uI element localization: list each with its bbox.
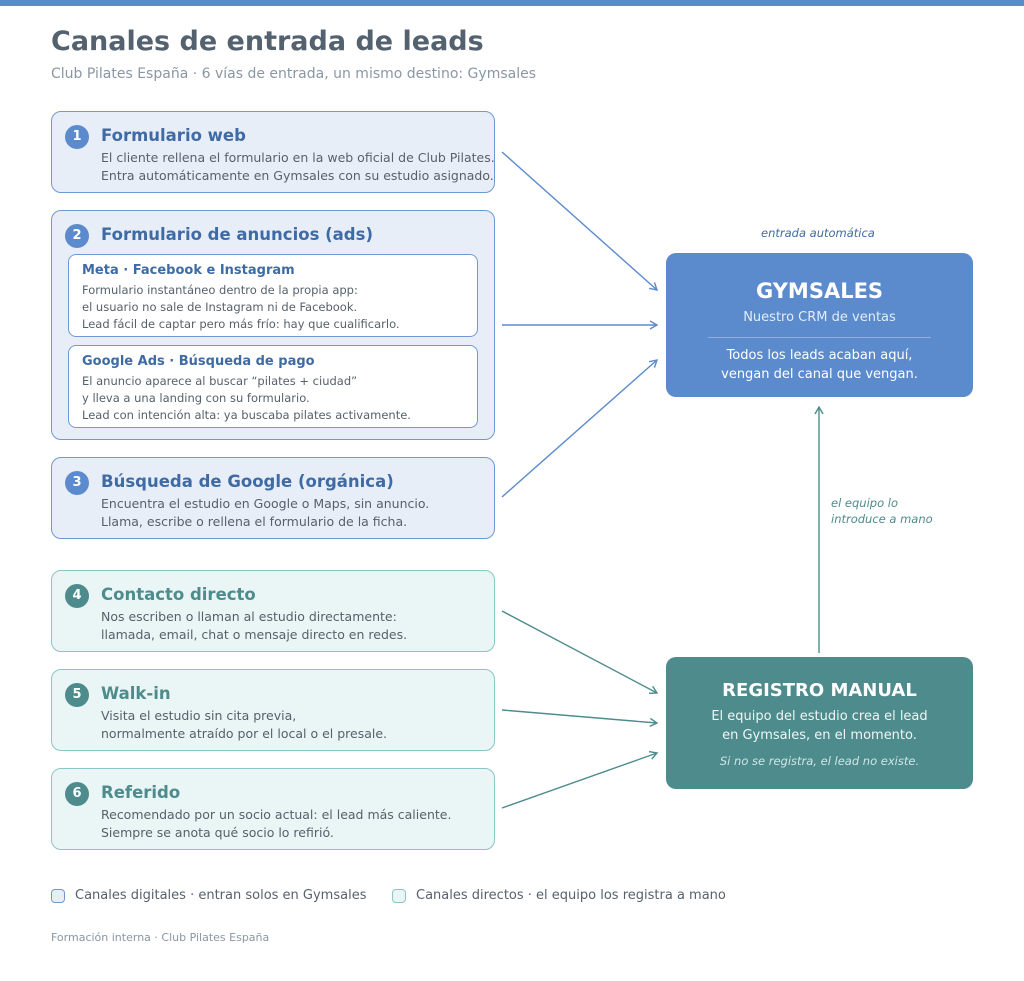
registro-manual-box: REGISTRO MANUAL El equipo del estudio cr… [666, 657, 973, 789]
arrow-walkin-to-registro [501, 709, 659, 728]
footer-note: Formación interna · Club Pilates España [51, 931, 270, 944]
channel-number-badge: 4 [65, 584, 89, 608]
channel-number-badge: 3 [65, 471, 89, 495]
legend-label-digital: Canales digitales · entran solos en Gyms… [75, 888, 367, 903]
channel-title: Formulario web [101, 126, 246, 145]
subchannel-title: Google Ads · Búsqueda de pago [82, 354, 315, 369]
channel-description: Encuentra el estudio en Google o Maps, s… [101, 496, 430, 529]
subchannel-description: Formulario instantáneo dentro de la prop… [82, 283, 400, 331]
legend-swatch-digital [51, 889, 65, 903]
channel-title: Contacto directo [101, 585, 256, 604]
gymsales-description: Todos los leads acaban aquí, vengan del … [721, 348, 918, 382]
channel-card-referido: 6 Referido Recomendado por un socio actu… [51, 768, 495, 850]
page-title: Canales de entrada de leads [51, 26, 484, 57]
registro-description: El equipo del estudio crea el lead en Gy… [711, 709, 928, 743]
gymsales-subtitle: Nuestro CRM de ventas [743, 310, 896, 325]
arrow-organic-to-gymsales [501, 359, 659, 498]
channel-card-formulario-anuncios: 2 Formulario de anuncios (ads) Meta · Fa… [51, 210, 495, 440]
channel-card-busqueda-organica: 3 Búsqueda de Google (orgánica) Encuentr… [51, 457, 495, 539]
subchannel-card-meta: Meta · Facebook e Instagram Formulario i… [68, 254, 478, 337]
subchannel-title: Meta · Facebook e Instagram [82, 263, 295, 278]
channel-card-contacto-directo: 4 Contacto directo Nos escriben o llaman… [51, 570, 495, 652]
edge-label-manual: el equipo lo introduce a mano [831, 496, 933, 526]
arrow-contact-to-registro [501, 610, 659, 694]
registro-title: REGISTRO MANUAL [722, 680, 917, 701]
page-subtitle: Club Pilates España · 6 vías de entrada,… [51, 66, 536, 82]
channel-card-walk-in: 5 Walk-in Visita el estudio sin cita pre… [51, 669, 495, 751]
legend-label-direct: Canales directos · el equipo los registr… [416, 888, 726, 903]
channel-title: Búsqueda de Google (orgánica) [101, 472, 394, 491]
arrow-web-to-gymsales [501, 151, 659, 291]
channel-title: Referido [101, 783, 181, 802]
channel-description: Recomendado por un socio actual: el lead… [101, 807, 452, 840]
channel-description: El cliente rellena el formulario en la w… [101, 150, 495, 183]
legend-swatch-direct [392, 889, 406, 903]
gymsales-destination-box: GYMSALES Nuestro CRM de ventas Todos los… [666, 253, 973, 397]
channel-title: Walk-in [101, 684, 171, 703]
channel-description: Visita el estudio sin cita previa, norma… [101, 708, 388, 741]
subchannel-card-google-ads: Google Ads · Búsqueda de pago El anuncio… [68, 345, 478, 428]
channel-description: Nos escriben o llaman al estudio directa… [101, 609, 408, 642]
channel-number-badge: 2 [65, 224, 89, 248]
registro-note: Si no se registra, el lead no existe. [719, 754, 920, 768]
subchannel-description: El anuncio aparece al buscar “pilates + … [82, 374, 411, 422]
channel-number-badge: 1 [65, 125, 89, 149]
gymsales-title: GYMSALES [755, 279, 884, 303]
top-accent-bar [0, 0, 1024, 6]
channel-number-badge: 5 [65, 683, 89, 707]
channel-title: Formulario de anuncios (ads) [101, 225, 373, 244]
arrow-referido-to-registro [501, 750, 659, 809]
channel-number-badge: 6 [65, 782, 89, 806]
channel-card-formulario-web: 1 Formulario web El cliente rellena el f… [51, 111, 495, 193]
edge-label-automatic: entrada automática [761, 226, 875, 240]
gymsales-divider [708, 337, 931, 338]
